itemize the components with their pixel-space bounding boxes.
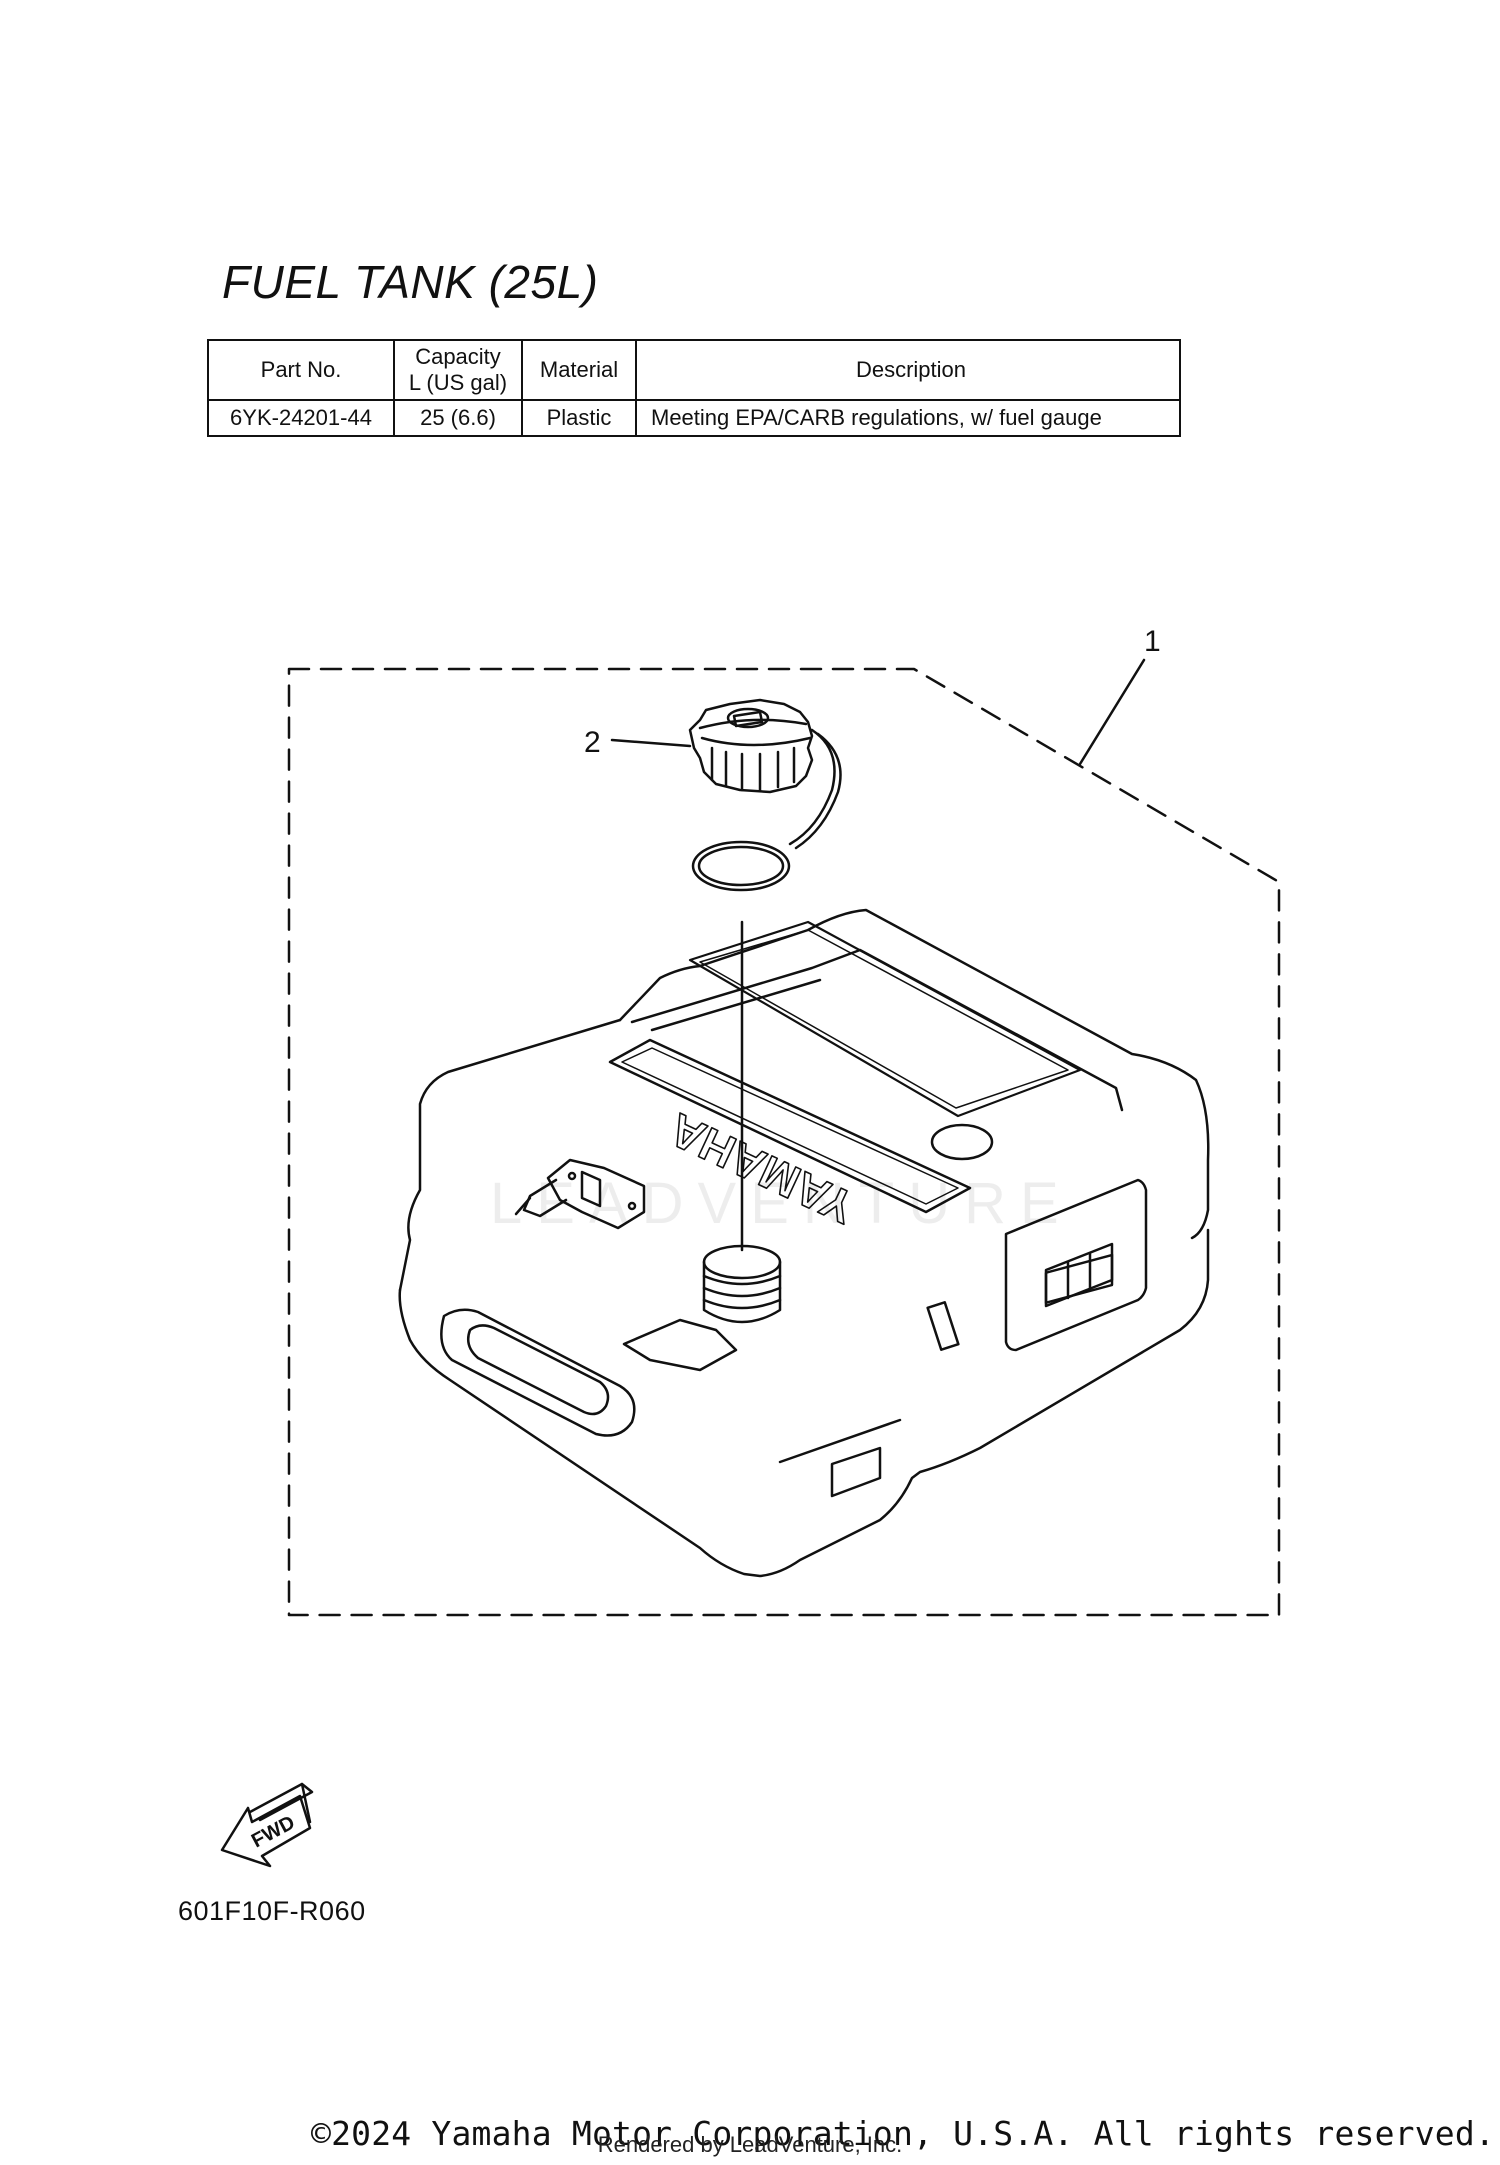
header-description: Description xyxy=(635,339,1181,401)
fuel-cap[interactable] xyxy=(688,698,842,892)
header-capacity: Capacity L (US gal) xyxy=(393,339,523,401)
diagram-code: 601F10F-R060 xyxy=(178,1896,366,1926)
parts-table: Part No. Capacity L (US gal) Material De… xyxy=(207,339,1181,437)
fuel-connector xyxy=(514,1158,646,1230)
table-header-row: Part No. Capacity L (US gal) Material De… xyxy=(207,339,1181,401)
callout-1-label[interactable]: 1 xyxy=(1144,625,1161,658)
header-material: Material xyxy=(521,339,637,401)
page-title: FUEL TANK (25L) xyxy=(222,256,599,308)
header-capacity-line2: L (US gal) xyxy=(408,370,508,395)
rendered-by-credit: Rendered by LeadVenture, Inc. xyxy=(597,2132,903,2157)
watermark: LEADVENTURE xyxy=(490,1171,1073,1236)
fuel-gauge-window xyxy=(930,1123,994,1161)
header-part-no: Part No. xyxy=(207,339,395,401)
fuel-tank[interactable] xyxy=(398,908,1210,1578)
filler-neck xyxy=(702,1244,782,1324)
cell-capacity: 25 (6.6) xyxy=(393,399,523,437)
callout-2-label[interactable]: 2 xyxy=(584,726,601,759)
fwd-arrow-icon: FWD xyxy=(220,1782,314,1868)
cell-part-no[interactable]: 6YK-24201-44 xyxy=(207,399,395,437)
header-capacity-line1: Capacity xyxy=(415,344,501,369)
cell-material: Plastic xyxy=(521,399,637,437)
assembly-boundary xyxy=(287,667,1281,1617)
callout-2-leader xyxy=(610,738,692,748)
table-row: 6YK-24201-44 25 (6.6) Plastic Meeting EP… xyxy=(207,399,1181,437)
callout-1-leader xyxy=(1078,658,1146,766)
copyright-notice: ©2024 Yamaha Motor Corporation, U.S.A. A… xyxy=(311,2114,1495,2153)
cell-description: Meeting EPA/CARB regulations, w/ fuel ga… xyxy=(635,399,1181,437)
carry-handle[interactable] xyxy=(440,1308,636,1437)
